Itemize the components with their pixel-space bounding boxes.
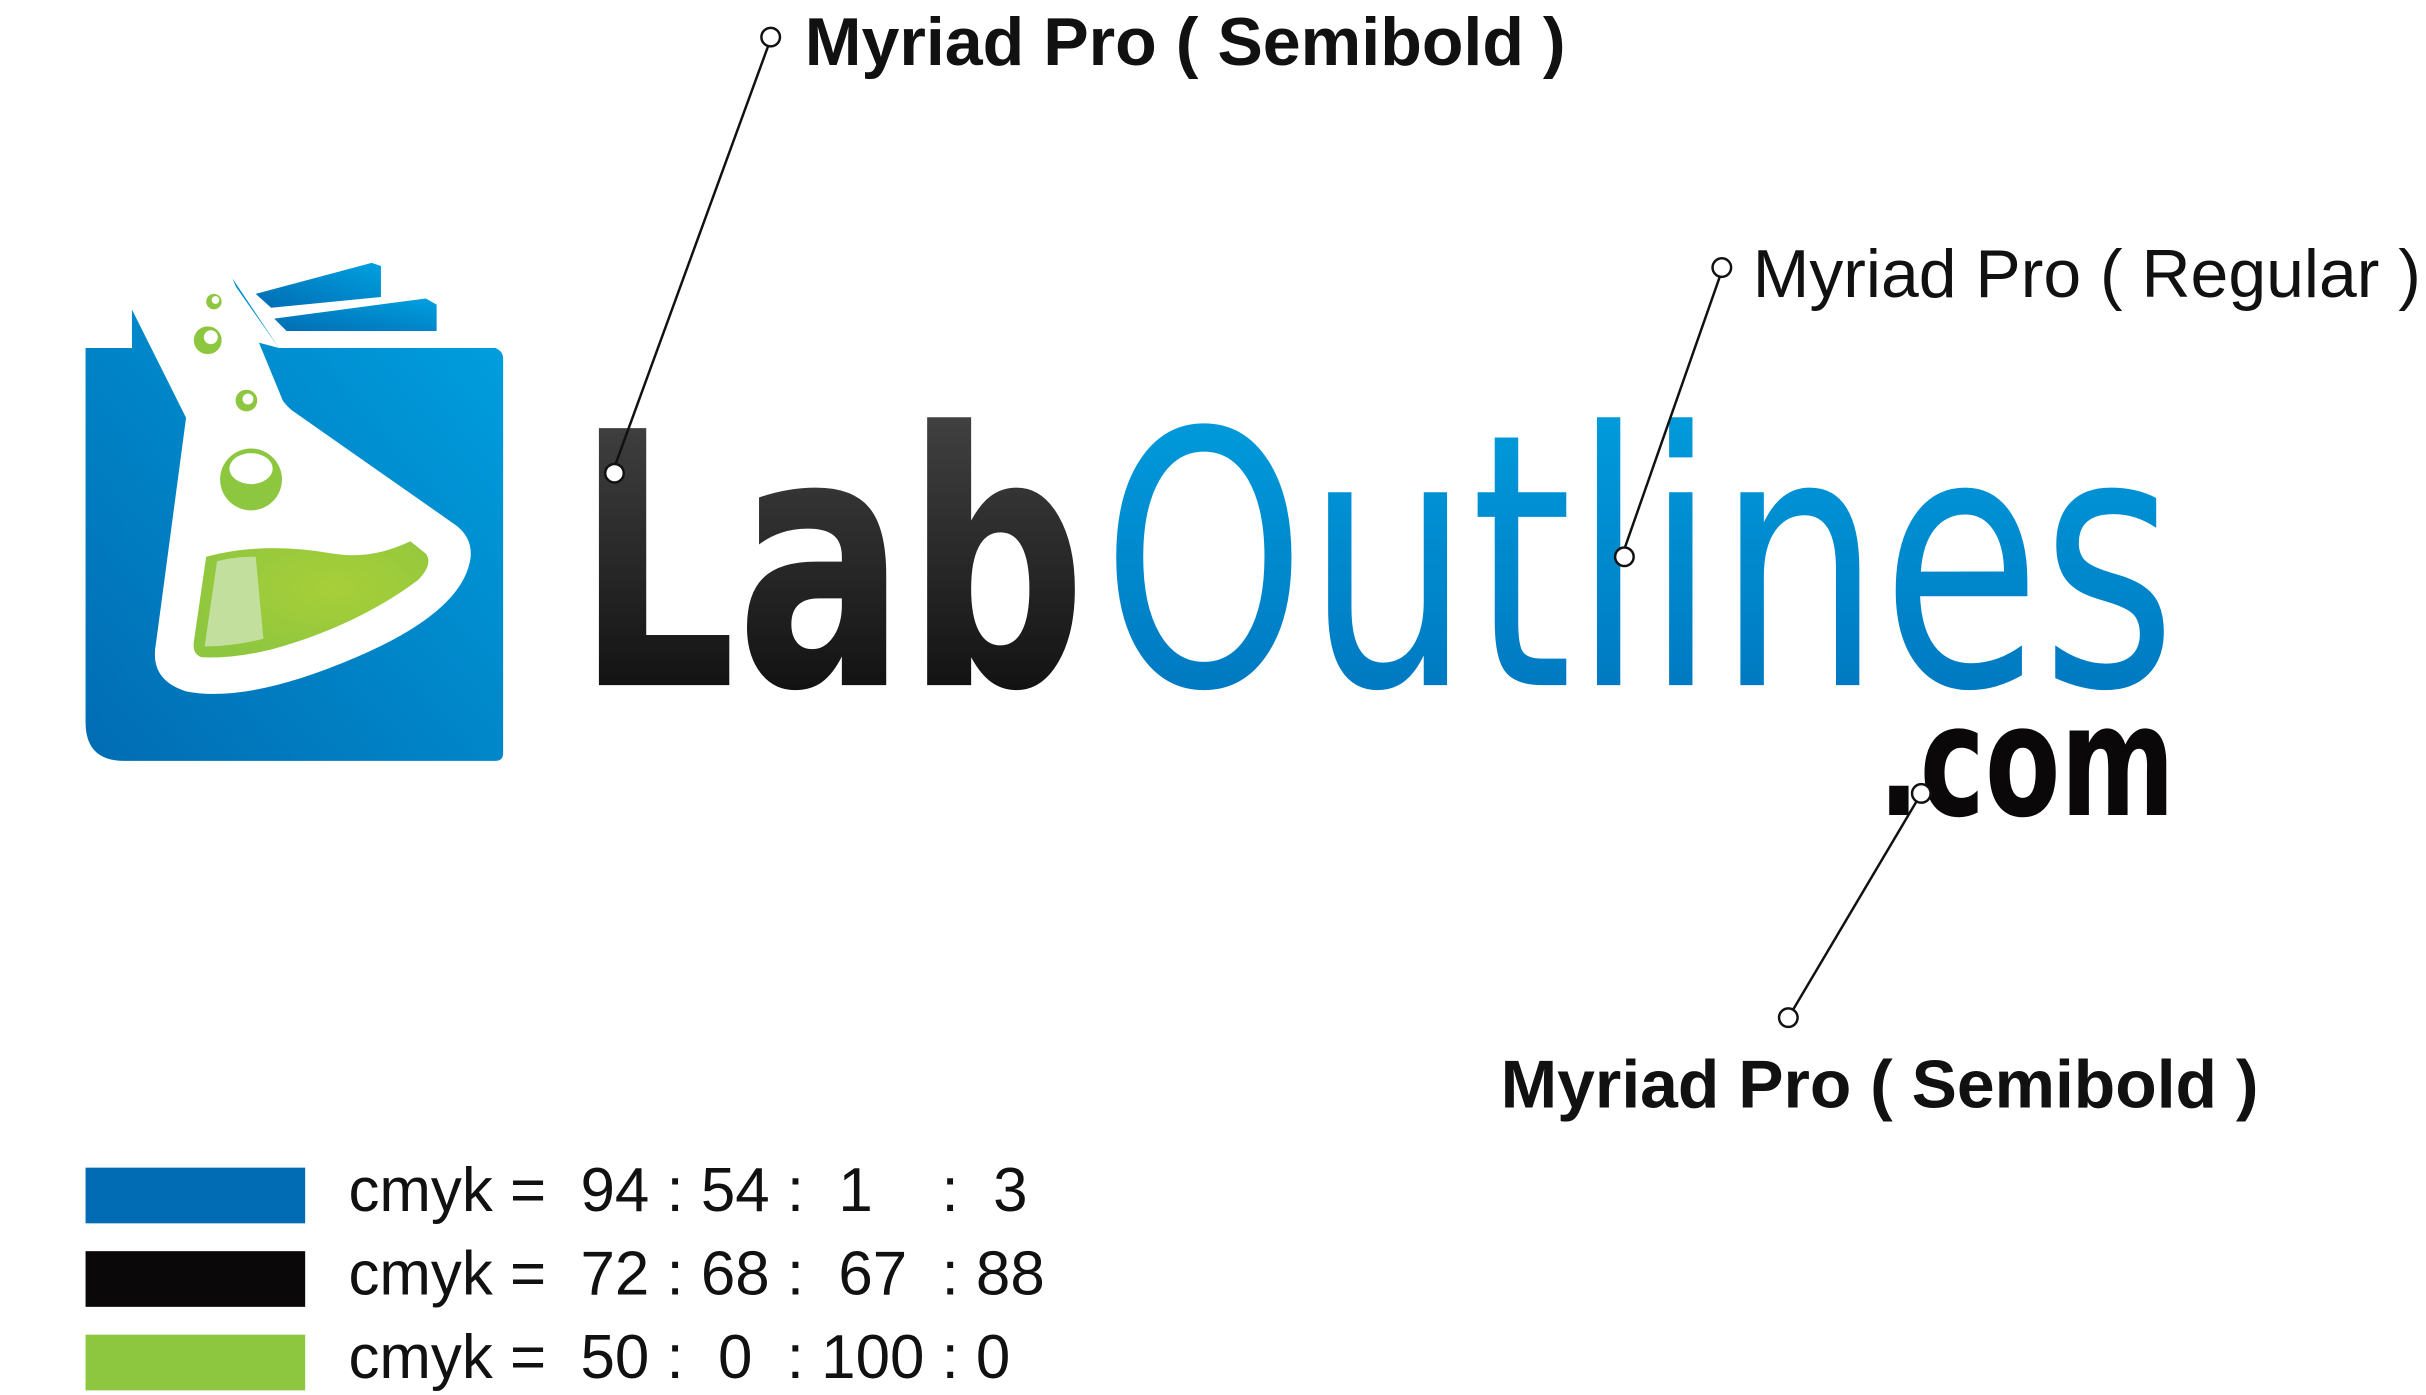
bubble-highlight — [203, 330, 218, 345]
cmyk-green: cmyk = 50 : 0 : 100 : 0 — [348, 1323, 1010, 1392]
logo-icon — [85, 262, 504, 761]
page-tab-1 — [255, 262, 381, 308]
annotation-label-outlines-font: Myriad Pro ( Regular ) — [1753, 236, 2421, 312]
bubble-highlight — [211, 296, 220, 304]
annotation-leader — [603, 26, 1932, 1029]
color-palette: cmyk = 94 : 54 : 1 : 3 cmyk = 72 : 68 : … — [85, 1156, 1045, 1392]
swatch-green — [85, 1334, 306, 1391]
liquid-highlight — [204, 556, 264, 647]
annotation-label-com-font: Myriad Pro ( Semibold ) — [1501, 1046, 2259, 1122]
bubble-highlight — [229, 453, 273, 485]
swatch-blue — [85, 1167, 306, 1224]
cmyk-black: cmyk = 72 : 68 : 67 : 88 — [348, 1239, 1044, 1308]
logo-word-outlines: Outlines — [1102, 359, 2177, 769]
bubble-highlight — [242, 393, 254, 405]
swatch-black — [85, 1251, 306, 1307]
logo-word-lab: Lab — [576, 359, 1086, 769]
cmyk-blue: cmyk = 94 : 54 : 1 : 3 — [348, 1156, 1027, 1225]
logo-suffix-com: .com — [1878, 672, 2175, 852]
page-tab-2 — [274, 298, 437, 331]
annotation-label-lab-font: Myriad Pro ( Semibold ) — [805, 4, 1566, 80]
folder-icon — [85, 278, 504, 761]
